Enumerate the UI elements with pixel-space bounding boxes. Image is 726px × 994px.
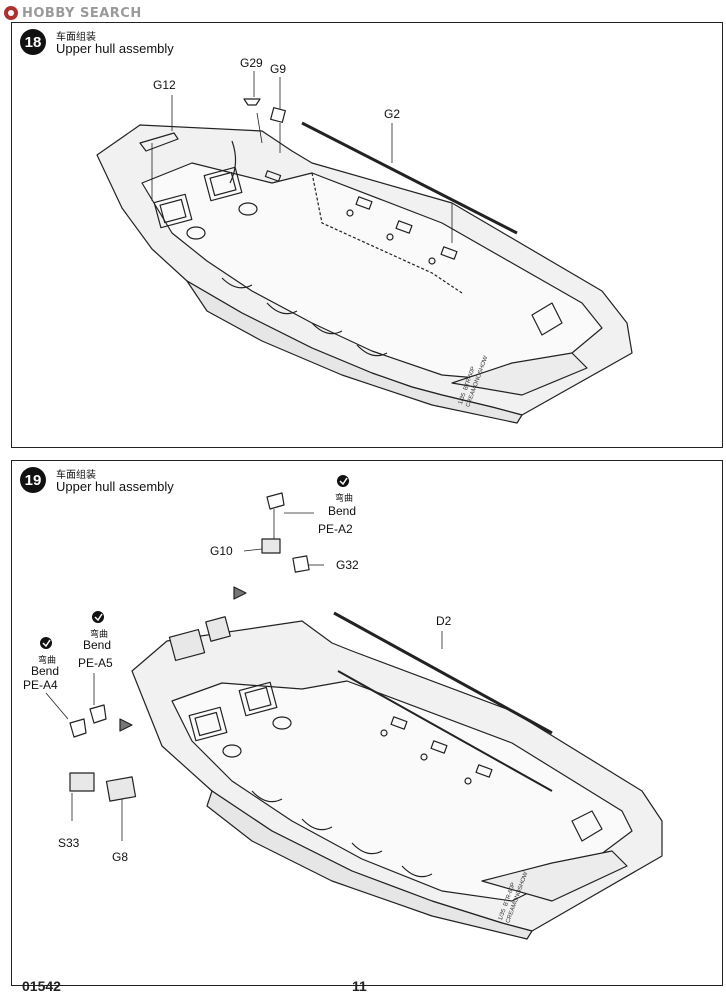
bend-icon-pe-a2 (337, 475, 349, 487)
part-label-g2: G2 (384, 107, 400, 121)
bend-label-en-3: Bend (31, 664, 59, 678)
bend-icon-pe-a5 (92, 611, 104, 623)
hull-lower-side (206, 790, 533, 940)
part-label-g32: G32 (336, 558, 359, 572)
step-19-number: 19 (24, 471, 42, 489)
part-label-g12: G12 (153, 78, 176, 92)
part-label-pe-a5: PE-A5 (78, 656, 113, 670)
part-d2-rail (333, 611, 553, 735)
bend-label-cn-1: 弯曲 (335, 492, 353, 504)
bend-label-en-2: Bend (83, 638, 111, 652)
hull-marking-scale: 1/35 (498, 908, 508, 922)
part-label-pe-a2: PE-A2 (318, 522, 353, 536)
step-18-title-cn: 车面组装 (56, 32, 96, 43)
step-18-hull-diagram: G29 G9 G12 G2 1/35 BTR-60P CREAMONOSHOW (96, 56, 633, 424)
bend-label-cn-3: 弯曲 (38, 654, 56, 666)
part-label-g10: G10 (210, 544, 233, 558)
step-19-title-en: Upper hull assembly (56, 479, 174, 494)
step-19-panel: 19 车面组装 Upper hull assembly (11, 460, 723, 986)
footer-kit-number: 01542 (22, 978, 61, 994)
part-label-g8: G8 (112, 850, 128, 864)
bend-icon-pe-a4 (40, 637, 52, 649)
step-19-hull-diagram: 弯曲 Bend PE-A2 G10 G32 D2 弯曲 Bend PE-A5 弯… (23, 475, 663, 940)
bend-label-cn-2: 弯曲 (90, 628, 108, 640)
watermark-text: HOBBY SEARCH (22, 5, 142, 21)
bend-label-en-1: Bend (328, 504, 356, 518)
hobby-search-logo-icon (4, 6, 18, 20)
step-19-badge: 19 (20, 467, 46, 493)
part-label-g9: G9 (270, 62, 286, 76)
hull-lower-side (186, 280, 523, 424)
step-18-number: 18 (24, 33, 42, 51)
footer-page-number: 11 (352, 978, 367, 994)
step-18-badge: 18 (20, 29, 46, 55)
part-label-pe-a4: PE-A4 (23, 678, 58, 692)
part-label-d2: D2 (436, 614, 452, 628)
part-label-s33: S33 (58, 836, 80, 850)
step-18-title-en: Upper hull assembly (56, 41, 174, 56)
hull-marking-scale: 1/35 (458, 392, 468, 406)
watermark: HOBBY SEARCH (4, 4, 142, 22)
part-g2-rail (301, 121, 518, 235)
part-label-g29: G29 (240, 56, 263, 70)
step-18-panel: 18 车面组装 Upper hull assembly (11, 22, 723, 448)
step-19-title-cn: 车面组装 (56, 470, 96, 481)
